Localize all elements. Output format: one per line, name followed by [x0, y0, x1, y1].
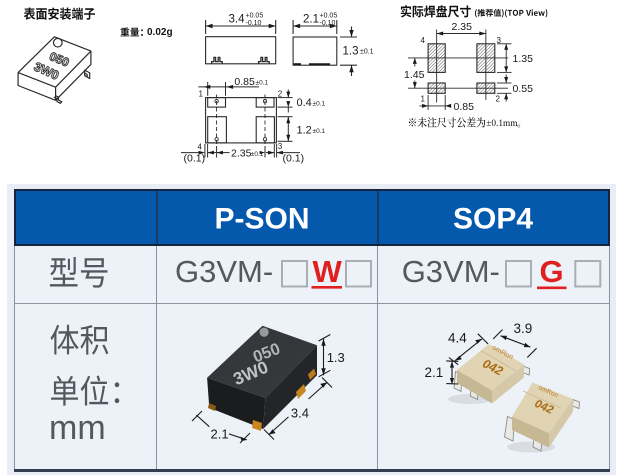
svg-text:4: 4 — [198, 143, 203, 152]
svg-text:±0.1: ±0.1 — [256, 79, 269, 86]
svg-text:2.35: 2.35 — [231, 147, 252, 159]
svg-text:1.3: 1.3 — [343, 46, 359, 58]
svg-text:3.4: 3.4 — [229, 14, 246, 26]
svg-text:SOP4: SOP4 — [453, 203, 533, 236]
svg-text:0.85: 0.85 — [454, 101, 475, 113]
svg-text:W: W — [313, 254, 343, 289]
svg-text:mm: mm — [49, 409, 106, 447]
svg-text:2.1: 2.1 — [303, 14, 319, 26]
svg-text:0.02g: 0.02g — [147, 27, 173, 38]
svg-text:1.45: 1.45 — [404, 69, 425, 81]
svg-text:±0.1mm: ±0.1mm — [486, 119, 518, 129]
svg-text:0.4: 0.4 — [297, 97, 312, 109]
svg-text:G3VM-: G3VM- — [175, 254, 273, 289]
svg-text:-0.10: -0.10 — [246, 20, 262, 27]
svg-text:2.1: 2.1 — [425, 365, 444, 380]
svg-text:G: G — [540, 254, 564, 289]
svg-text:-0.10: -0.10 — [320, 20, 336, 27]
svg-text:1.3: 1.3 — [327, 350, 345, 365]
svg-text:1: 1 — [421, 95, 426, 104]
svg-text:2: 2 — [278, 90, 283, 99]
svg-text:(0.1): (0.1) — [184, 153, 206, 165]
svg-text:±0.1: ±0.1 — [313, 101, 326, 108]
svg-text:1.2: 1.2 — [297, 125, 312, 137]
svg-text:3.4: 3.4 — [291, 406, 309, 421]
svg-text:(0.1): (0.1) — [283, 153, 305, 165]
svg-text:0.55: 0.55 — [513, 83, 534, 95]
svg-text:3: 3 — [278, 142, 283, 151]
svg-text:0.85: 0.85 — [234, 76, 255, 88]
svg-text:2: 2 — [496, 95, 501, 104]
svg-text:1.35: 1.35 — [513, 53, 534, 65]
svg-text:+0.05: +0.05 — [246, 13, 264, 20]
svg-text:±0.1: ±0.1 — [360, 49, 374, 56]
svg-text:1: 1 — [199, 90, 204, 99]
svg-text:3: 3 — [497, 36, 502, 45]
svg-text:±0.1: ±0.1 — [251, 151, 264, 158]
svg-text:2.35: 2.35 — [452, 21, 473, 33]
svg-text:2.1: 2.1 — [211, 427, 229, 442]
svg-text:4: 4 — [421, 36, 426, 45]
svg-text:4.4: 4.4 — [448, 331, 467, 346]
svg-text:3.9: 3.9 — [514, 321, 533, 336]
svg-text:+0.05: +0.05 — [320, 13, 338, 20]
svg-text:P-SON: P-SON — [214, 203, 309, 236]
svg-text:±0.1: ±0.1 — [313, 128, 326, 135]
svg-text:G3VM-: G3VM- — [402, 254, 500, 289]
